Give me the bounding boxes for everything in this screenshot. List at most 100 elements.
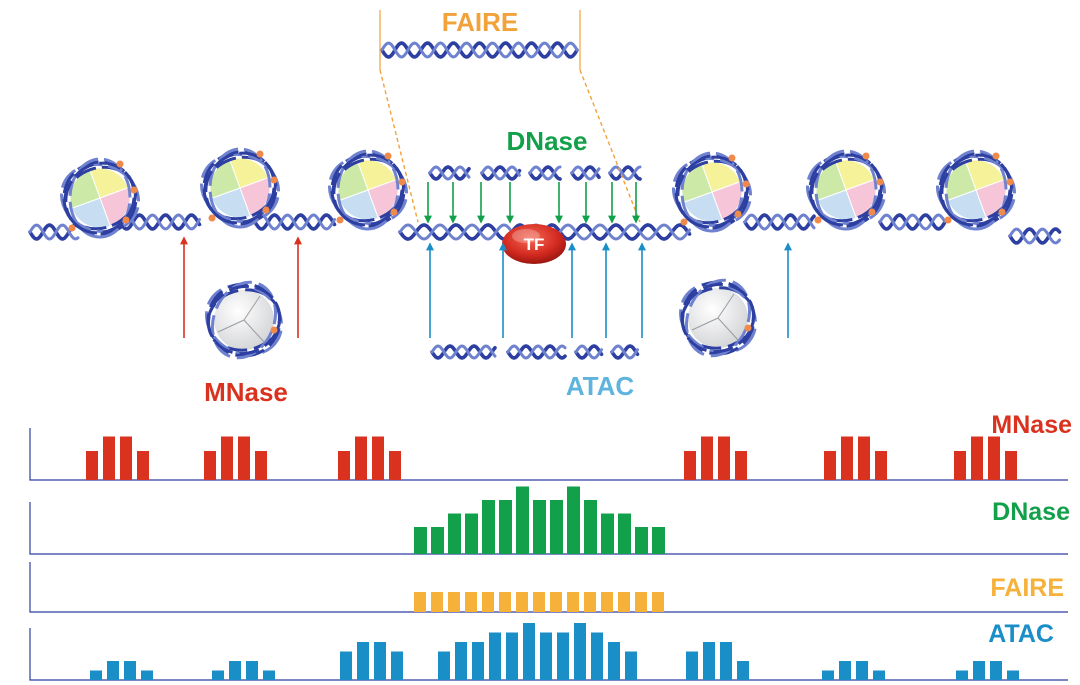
track-bar <box>255 451 267 480</box>
track-bar <box>988 436 1000 480</box>
dnase-fragment <box>608 165 642 181</box>
track-bar <box>824 451 836 480</box>
track-bar <box>720 642 732 680</box>
track-bar <box>86 451 98 480</box>
dnase-fragment <box>480 165 522 181</box>
track-bar <box>438 651 450 680</box>
track-bar <box>414 592 426 612</box>
atac-fragment <box>610 344 640 360</box>
atac-title: ATAC <box>566 371 635 401</box>
dnase-fragment <box>428 165 471 181</box>
track-bar <box>263 670 275 680</box>
track-bar <box>625 651 637 680</box>
dna-segment <box>1008 227 1062 245</box>
track-bar <box>971 436 983 480</box>
track-bar <box>389 451 401 480</box>
track-bar <box>120 436 132 480</box>
track-bar <box>652 592 664 612</box>
released-nucleosome-icon <box>204 280 284 360</box>
track-bar <box>355 436 367 480</box>
track-bar <box>858 436 870 480</box>
track-bar <box>431 527 444 554</box>
dnase-fragment <box>570 165 601 181</box>
track-bar <box>482 500 495 554</box>
track-bar <box>956 670 968 680</box>
track-bar <box>448 592 460 612</box>
track-bar <box>357 642 369 680</box>
track-bar <box>540 632 552 680</box>
track-bar <box>875 451 887 480</box>
track-bar <box>822 670 834 680</box>
dna-strands <box>28 41 1062 360</box>
track-label-faire: FAIRE <box>990 574 1064 602</box>
track-bar <box>523 623 535 680</box>
mnase-axis <box>29 428 1068 481</box>
track-bar <box>686 651 698 680</box>
tf-label: TF <box>524 235 545 254</box>
track-bar <box>448 513 461 554</box>
dnase-fragment <box>528 165 562 181</box>
track-bar <box>374 642 386 680</box>
atac-fragment <box>506 344 567 360</box>
track-bar <box>431 592 443 612</box>
track-bar <box>618 592 630 612</box>
nucleosome-icon <box>59 157 141 239</box>
track-bar <box>839 661 851 680</box>
track-bar <box>204 451 216 480</box>
track-bar <box>1007 670 1019 680</box>
track-bar <box>455 642 467 680</box>
track-bar <box>635 527 648 554</box>
track-bar <box>465 592 477 612</box>
track-bar <box>701 436 713 480</box>
atac-fragment <box>430 344 497 360</box>
track-bar <box>391 651 403 680</box>
track-bar <box>90 670 102 680</box>
track-bar <box>229 661 241 680</box>
track-bar <box>601 513 614 554</box>
track-bar <box>482 592 494 612</box>
nucleosome-icon <box>935 149 1017 231</box>
track-bar <box>990 661 1002 680</box>
faire-title: FAIRE <box>442 7 519 37</box>
track-bars <box>86 436 1019 680</box>
track-bar <box>567 486 580 554</box>
dnase-title: DNase <box>507 126 588 156</box>
faire-funnel-left <box>379 69 419 223</box>
track-bar <box>652 527 665 554</box>
track-bar <box>212 670 224 680</box>
track-bar <box>499 592 511 612</box>
dna-segment <box>878 213 947 231</box>
track-label-mnase: MNase <box>991 411 1072 439</box>
track-bar <box>591 632 603 680</box>
track-bar <box>635 592 647 612</box>
track-bar <box>124 661 136 680</box>
track-bar <box>533 500 546 554</box>
dna-segment <box>118 213 202 231</box>
track-bar <box>516 592 528 612</box>
track-bar <box>516 486 529 554</box>
track-label-atac: ATAC <box>988 620 1054 648</box>
faire-fragment <box>380 41 579 59</box>
tf-blob-icon <box>502 224 566 264</box>
faire-axis <box>29 562 1068 613</box>
track-bar <box>550 592 562 612</box>
track-bar <box>137 451 149 480</box>
track-bar <box>703 642 715 680</box>
track-bar <box>567 592 579 612</box>
track-bar <box>221 436 233 480</box>
track-bar <box>618 513 631 554</box>
track-bar <box>735 451 747 480</box>
track-bar <box>372 436 384 480</box>
track-bar <box>608 642 620 680</box>
track-bar <box>238 436 250 480</box>
track-bar <box>841 436 853 480</box>
dna-segment <box>253 213 337 231</box>
transcription-factor: TF <box>502 224 566 264</box>
track-bar <box>246 661 258 680</box>
track-bar <box>684 451 696 480</box>
track-bar <box>533 592 545 612</box>
track-bar <box>472 642 484 680</box>
released-nucleosome-icon <box>678 278 758 358</box>
nucleosome-icon <box>805 149 887 231</box>
